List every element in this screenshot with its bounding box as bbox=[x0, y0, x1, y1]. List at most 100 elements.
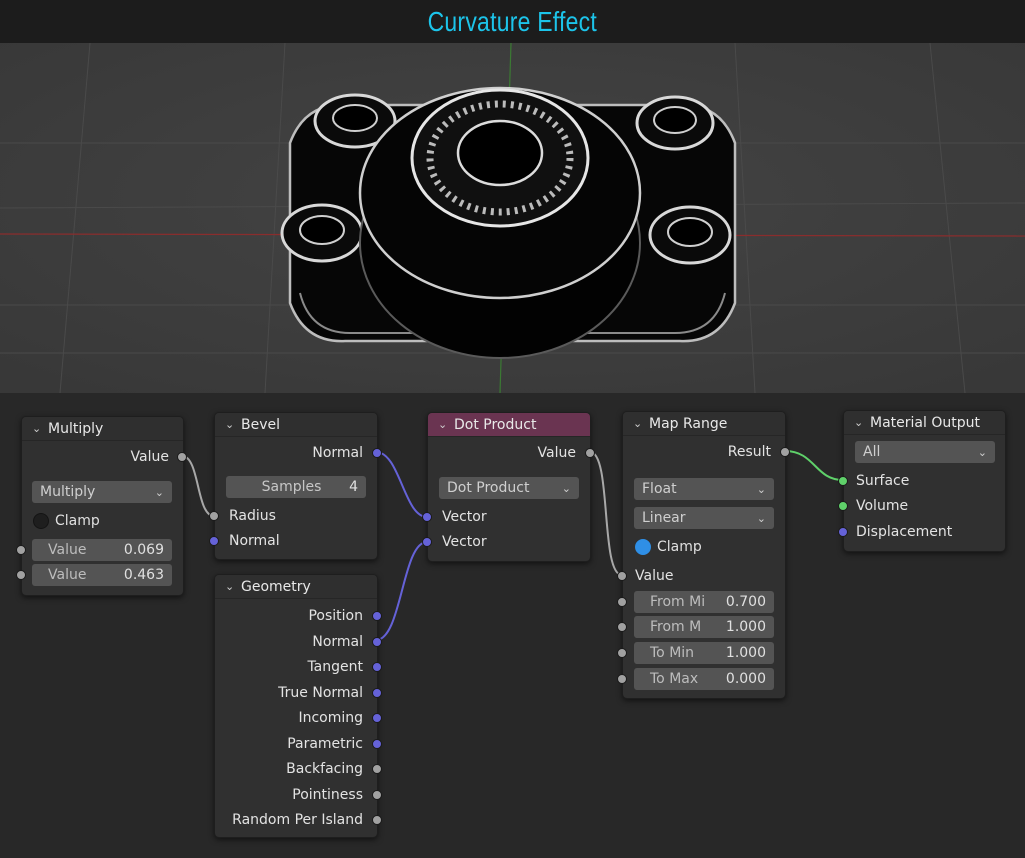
geometry-output-label: Parametric bbox=[287, 736, 363, 752]
map-range-result-socket[interactable] bbox=[780, 447, 790, 457]
bevel-node-header[interactable]: ⌄ Bevel bbox=[215, 413, 377, 437]
geometry-output-label: Random Per Island bbox=[232, 812, 363, 828]
geometry-output-row: Pointiness bbox=[292, 784, 363, 806]
geometry-output-socket[interactable] bbox=[372, 739, 382, 749]
material-output-volume-label: Volume bbox=[856, 498, 909, 514]
geometry-output-socket[interactable] bbox=[372, 815, 382, 825]
checkbox-icon bbox=[33, 513, 49, 529]
dot-product-output-socket[interactable] bbox=[585, 448, 595, 458]
map-range-from-min-socket[interactable] bbox=[617, 597, 627, 607]
map-range-data-type-dropdown[interactable]: Float ⌄ bbox=[634, 478, 774, 500]
chevron-down-icon[interactable]: ⌄ bbox=[32, 422, 42, 435]
multiply-input-2-socket[interactable] bbox=[16, 570, 26, 580]
map-range-value-label: Value bbox=[635, 568, 674, 584]
map-range-from-min-field[interactable]: From Mi 0.700 bbox=[634, 591, 774, 613]
map-range-from-max-label: From M bbox=[650, 619, 702, 635]
chevron-down-icon[interactable]: ⌄ bbox=[854, 416, 864, 429]
geometry-output-row: Tangent bbox=[307, 656, 363, 678]
bevel-radius-socket[interactable] bbox=[209, 511, 219, 521]
map-range-data-type-value: Float bbox=[642, 481, 677, 497]
3d-viewport[interactable] bbox=[0, 43, 1025, 393]
material-output-node-header[interactable]: ⌄ Material Output bbox=[844, 411, 1005, 435]
map-range-from-max-field[interactable]: From M 1.000 bbox=[634, 616, 774, 638]
map-range-value-socket[interactable] bbox=[617, 571, 627, 581]
map-range-to-max-label: To Max bbox=[650, 671, 699, 687]
chevron-down-icon[interactable]: ⌄ bbox=[438, 418, 448, 431]
map-range-to-max-field[interactable]: To Max 0.000 bbox=[634, 668, 774, 690]
dot-product-input-2-row: Vector bbox=[442, 531, 487, 553]
dot-product-node[interactable]: ⌄ Dot Product Value Dot Product ⌄ Vector… bbox=[422, 412, 595, 562]
geometry-output-socket[interactable] bbox=[372, 688, 382, 698]
bevel-output-socket[interactable] bbox=[372, 448, 382, 458]
geometry-output-socket[interactable] bbox=[372, 790, 382, 800]
chevron-down-icon: ⌄ bbox=[756, 511, 766, 525]
link-bevel-dot bbox=[375, 451, 428, 518]
chevron-down-icon: ⌄ bbox=[756, 482, 766, 496]
material-output-displacement-socket[interactable] bbox=[838, 527, 848, 537]
geometry-output-row: Backfacing bbox=[286, 758, 363, 780]
multiply-input-2-field[interactable]: Value 0.463 bbox=[32, 564, 172, 586]
map-range-clamp-label: Clamp bbox=[657, 539, 702, 555]
dot-product-vector-1-socket[interactable] bbox=[422, 512, 432, 522]
dot-product-operation-dropdown[interactable]: Dot Product ⌄ bbox=[439, 477, 579, 499]
multiply-clamp-checkbox[interactable]: Clamp bbox=[33, 510, 100, 532]
material-output-surface-label: Surface bbox=[856, 473, 910, 489]
bevel-node[interactable]: ⌄ Bevel Normal Samples 4 Radius Normal bbox=[209, 412, 382, 560]
map-range-to-max-socket[interactable] bbox=[617, 674, 627, 684]
map-range-from-min-value: 0.700 bbox=[725, 594, 766, 610]
geometry-output-label: Normal bbox=[312, 634, 363, 650]
map-range-from-max-value: 1.000 bbox=[725, 619, 766, 635]
multiply-operation-value: Multiply bbox=[40, 484, 96, 500]
material-output-target-dropdown[interactable]: All ⌄ bbox=[855, 441, 995, 463]
geometry-output-row: Incoming bbox=[298, 707, 363, 729]
node-editor[interactable]: ⌄ Multiply Value Multiply ⌄ Clamp Value … bbox=[0, 393, 1025, 858]
material-output-node-title: Material Output bbox=[870, 414, 980, 431]
multiply-node[interactable]: ⌄ Multiply Value Multiply ⌄ Clamp Value … bbox=[16, 416, 187, 596]
geometry-output-socket[interactable] bbox=[372, 713, 382, 723]
map-range-node-header[interactable]: ⌄ Map Range bbox=[623, 412, 785, 436]
multiply-input-1-value: 0.069 bbox=[123, 542, 164, 558]
geometry-output-socket[interactable] bbox=[372, 764, 382, 774]
curvature-model bbox=[280, 86, 737, 359]
geometry-node-header[interactable]: ⌄ Geometry bbox=[215, 575, 377, 599]
material-output-surface-socket[interactable] bbox=[838, 476, 848, 486]
bevel-samples-field[interactable]: Samples 4 bbox=[226, 476, 366, 498]
multiply-node-header[interactable]: ⌄ Multiply bbox=[22, 417, 183, 441]
title-bar: Curvature Effect bbox=[0, 0, 1025, 43]
multiply-operation-dropdown[interactable]: Multiply ⌄ bbox=[32, 481, 172, 503]
material-output-displacement-row: Displacement bbox=[856, 521, 952, 543]
geometry-node-title: Geometry bbox=[241, 578, 311, 595]
multiply-input-1-socket[interactable] bbox=[16, 545, 26, 555]
geometry-output-label: True Normal bbox=[278, 685, 363, 701]
geometry-output-socket[interactable] bbox=[372, 662, 382, 672]
geometry-output-label: Pointiness bbox=[292, 787, 363, 803]
geometry-output-socket[interactable] bbox=[372, 637, 382, 647]
bevel-radius-label: Radius bbox=[229, 508, 276, 524]
map-range-node[interactable]: ⌄ Map Range Result Float ⌄ Linear ⌄ Clam… bbox=[617, 411, 790, 699]
material-output-node[interactable]: ⌄ Material Output All ⌄ Surface Volume D… bbox=[838, 410, 1006, 552]
geometry-node[interactable]: ⌄ Geometry Position Normal Tangent True … bbox=[214, 574, 382, 838]
multiply-input-1-field[interactable]: Value 0.069 bbox=[32, 539, 172, 561]
chevron-down-icon[interactable]: ⌄ bbox=[225, 418, 235, 431]
map-range-to-min-socket[interactable] bbox=[617, 648, 627, 658]
bevel-normal-socket[interactable] bbox=[209, 536, 219, 546]
chevron-down-icon[interactable]: ⌄ bbox=[225, 580, 235, 593]
dot-product-node-header[interactable]: ⌄ Dot Product bbox=[428, 413, 590, 437]
dot-product-vector-2-socket[interactable] bbox=[422, 537, 432, 547]
map-range-clamp-checkbox[interactable]: Clamp bbox=[635, 536, 702, 558]
bevel-samples-value: 4 bbox=[349, 479, 358, 495]
map-range-interpolation-dropdown[interactable]: Linear ⌄ bbox=[634, 507, 774, 529]
geometry-output-row: Parametric bbox=[287, 733, 363, 755]
geometry-output-label: Incoming bbox=[298, 710, 363, 726]
map-range-to-min-field[interactable]: To Min 1.000 bbox=[634, 642, 774, 664]
chevron-down-icon[interactable]: ⌄ bbox=[633, 417, 643, 430]
page-title: Curvature Effect bbox=[427, 5, 598, 37]
multiply-output-socket[interactable] bbox=[177, 452, 187, 462]
geometry-output-socket[interactable] bbox=[372, 611, 382, 621]
checkbox-checked-icon bbox=[635, 539, 651, 555]
chevron-down-icon: ⌄ bbox=[977, 445, 987, 459]
link-multiply-bevel bbox=[181, 455, 215, 517]
material-output-volume-socket[interactable] bbox=[838, 501, 848, 511]
chevron-down-icon: ⌄ bbox=[154, 485, 164, 499]
map-range-from-max-socket[interactable] bbox=[617, 622, 627, 632]
